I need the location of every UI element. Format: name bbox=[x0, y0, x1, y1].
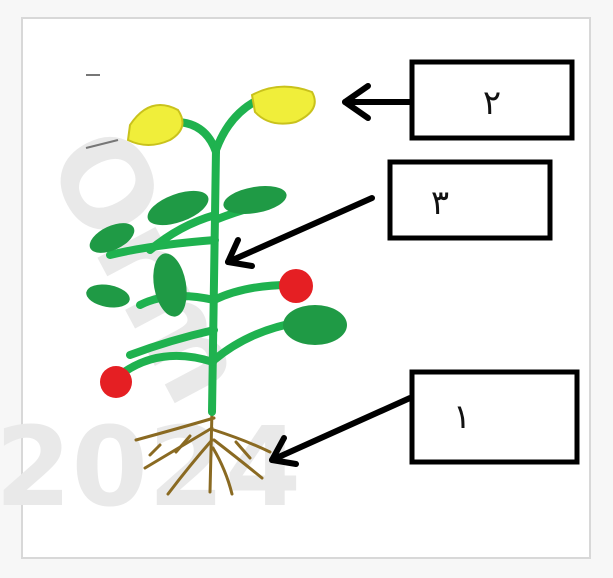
label-box-roots: ١ bbox=[409, 369, 580, 465]
fruit bbox=[100, 366, 132, 398]
stray-marks bbox=[85, 74, 119, 149]
label-boxes: ٢ ٣ ١ bbox=[387, 59, 580, 465]
leaf bbox=[283, 305, 347, 345]
leaf bbox=[223, 186, 287, 214]
label-box-flowers: ٢ bbox=[409, 59, 575, 141]
flower bbox=[126, 104, 184, 146]
plant-leaves bbox=[86, 186, 347, 345]
pointer-arrows bbox=[225, 83, 413, 467]
leaf bbox=[147, 190, 209, 226]
plant-fruits bbox=[100, 269, 313, 398]
flower bbox=[250, 85, 316, 125]
fruit bbox=[279, 269, 313, 303]
label-flowers: ٢ bbox=[483, 83, 501, 123]
arrow-roots bbox=[269, 395, 413, 467]
leaf bbox=[89, 223, 135, 253]
plant-flowers bbox=[126, 85, 316, 146]
watermark-line-2: 2024 bbox=[0, 403, 301, 531]
label-box-stem: ٣ bbox=[387, 159, 553, 241]
plant-roots bbox=[134, 408, 272, 496]
label-stem: ٣ bbox=[431, 183, 449, 223]
leaf bbox=[153, 253, 187, 317]
arrow-flowers bbox=[342, 83, 413, 121]
leaf bbox=[86, 284, 130, 308]
arrow-stem bbox=[225, 195, 375, 269]
label-roots: ١ bbox=[453, 397, 471, 437]
